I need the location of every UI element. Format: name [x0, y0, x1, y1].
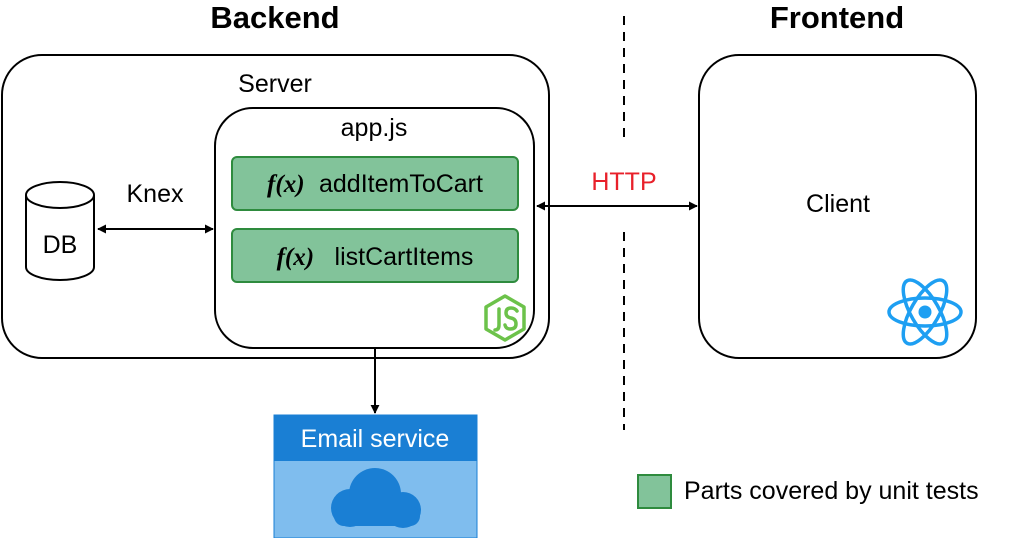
http-label: HTTP	[591, 168, 656, 196]
function-name: addItemToCart	[319, 170, 483, 198]
function-box	[231, 156, 519, 211]
cloud-icon	[331, 468, 421, 528]
function-symbol: f(x)	[277, 244, 314, 271]
function-name: listCartItems	[335, 243, 474, 271]
legend-swatch	[637, 474, 672, 509]
knex-label: Knex	[127, 180, 184, 208]
backend-heading: Backend	[210, 0, 339, 35]
legend-label: Parts covered by unit tests	[684, 477, 979, 505]
db-label: DB	[43, 231, 78, 259]
function-box	[231, 228, 519, 283]
nodejs-logo-icon	[484, 294, 526, 342]
email-service-label: Email service	[301, 425, 450, 453]
database-cylinder-icon	[25, 181, 95, 281]
function-text: f(x) addItemToCart	[267, 170, 483, 198]
react-logo-icon	[887, 278, 963, 346]
app-label: app.js	[341, 114, 408, 142]
function-list-cart-items: f(x) listCartItems	[231, 228, 519, 283]
server-label: Server	[238, 70, 312, 98]
email-service: Email service	[273, 414, 478, 539]
client-label: Client	[806, 190, 870, 218]
email-service-header	[274, 415, 477, 461]
function-symbol: f(x)	[267, 171, 304, 198]
function-add-item-to-cart: f(x) addItemToCart	[231, 156, 519, 211]
function-text: f(x) listCartItems	[277, 243, 474, 271]
frontend-heading: Frontend	[770, 0, 904, 35]
legend: Parts covered by unit tests	[637, 474, 979, 509]
